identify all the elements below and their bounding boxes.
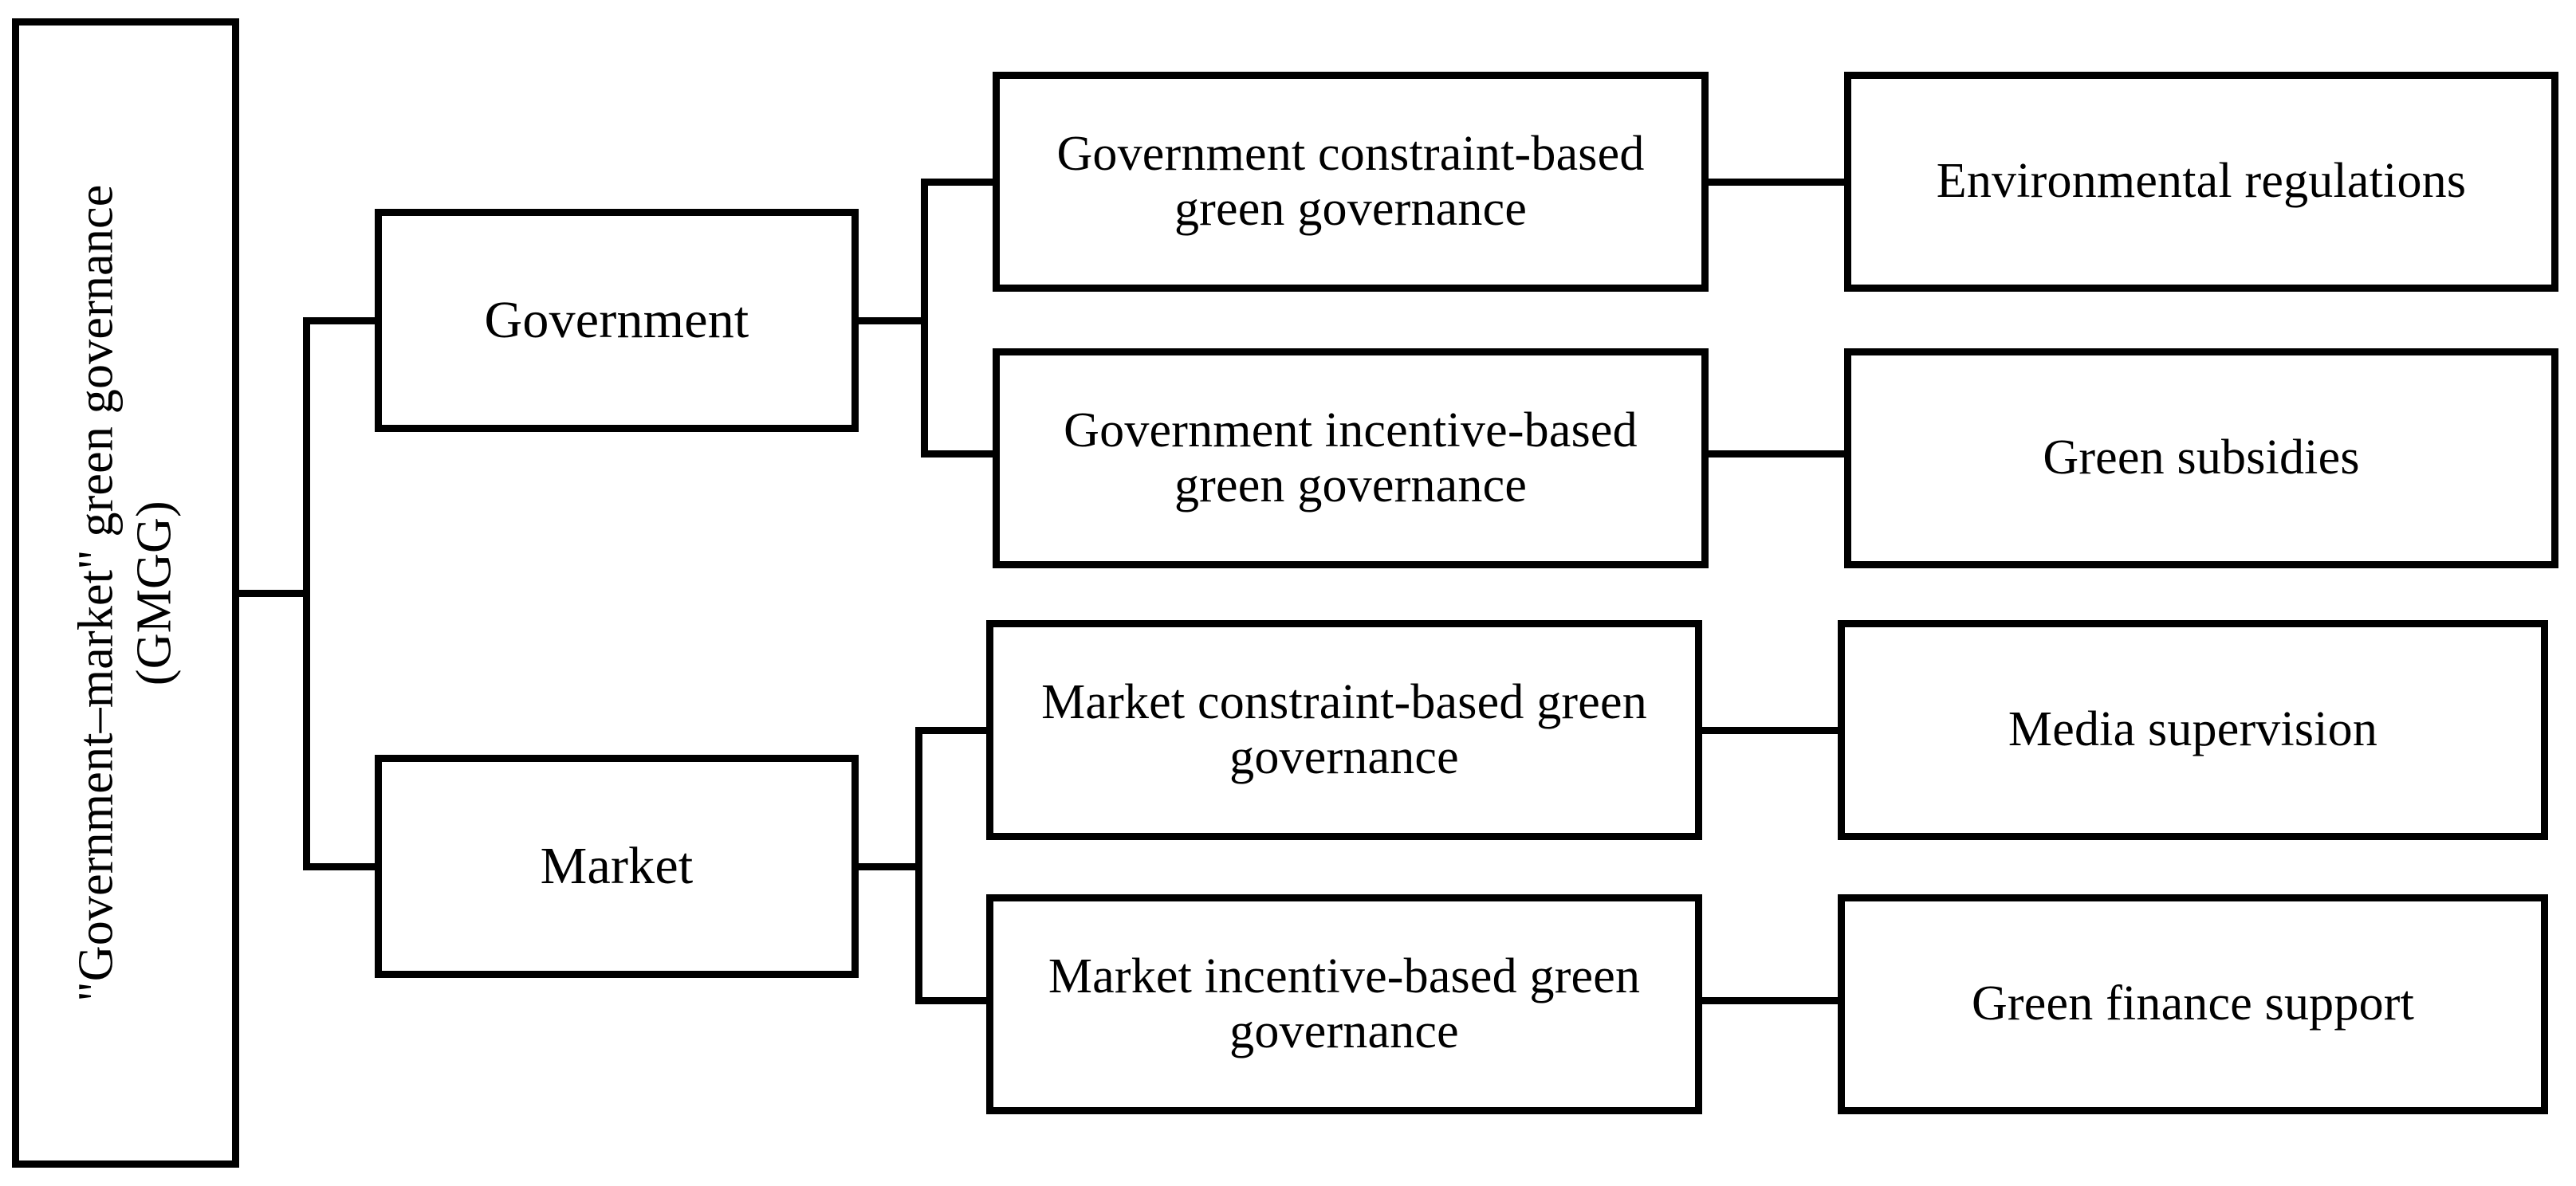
node-green-fin-label: Green finance support	[1971, 976, 2415, 1031]
connector-mkt-constraint-to-media-sup	[1697, 727, 1843, 734]
connector-market-trunk	[915, 727, 922, 1004]
node-mkt-incentive-label: Market incentive-based green governance	[1048, 948, 1641, 1058]
node-government-constraint-based-green-governance[interactable]: Government constraint-based green govern…	[993, 72, 1709, 292]
node-green-subsidies[interactable]: Green subsidies	[1844, 348, 2558, 568]
connector-market-to-mkt-constraint	[915, 727, 992, 734]
connector-root-stub	[239, 590, 307, 597]
connector-mkt-incentive-to-green-fin	[1697, 997, 1843, 1004]
node-green-finance-support[interactable]: Green finance support	[1838, 894, 2548, 1114]
node-mkt-constraint-label: Market constraint-based green governance	[1041, 674, 1647, 784]
connector-government-stub	[853, 317, 926, 324]
node-government-incentive-based-green-governance[interactable]: Government incentive-based green governa…	[993, 348, 1709, 568]
connector-root-to-government	[303, 317, 379, 324]
node-media-sup-label: Media supervision	[2008, 702, 2378, 757]
connector-root-trunk	[303, 317, 310, 870]
node-market[interactable]: Market	[375, 755, 859, 978]
node-gov-incentive-label: Government incentive-based green governa…	[1064, 403, 1638, 512]
node-market-label: Market	[540, 837, 694, 896]
node-root-label: "Government–market" green governance(GMG…	[69, 184, 182, 1002]
node-market-constraint-based-green-governance[interactable]: Market constraint-based green governance	[986, 620, 1702, 840]
connector-government-to-gov-incentive	[921, 450, 997, 458]
connector-government-trunk	[921, 179, 928, 458]
node-env-reg-label: Environmental regulations	[1936, 154, 2467, 209]
node-government-label: Government	[484, 291, 749, 350]
connector-market-stub	[853, 863, 922, 870]
node-media-supervision[interactable]: Media supervision	[1838, 620, 2548, 840]
root-label-rotation-wrapper: "Government–market" green governance(GMG…	[19, 26, 232, 1160]
node-government[interactable]: Government	[375, 209, 859, 432]
node-environmental-regulations[interactable]: Environmental regulations	[1844, 72, 2558, 292]
node-market-incentive-based-green-governance[interactable]: Market incentive-based green governance	[986, 894, 1702, 1114]
node-gov-constraint-label: Government constraint-based green govern…	[1056, 126, 1645, 236]
node-green-sub-label: Green subsidies	[2043, 430, 2360, 485]
connector-gov-constraint-to-env-reg	[1703, 179, 1849, 186]
connector-root-to-market	[303, 863, 379, 870]
node-root-gmgg[interactable]: "Government–market" green governance(GMG…	[12, 18, 239, 1168]
connector-gov-incentive-to-green-sub	[1703, 450, 1849, 458]
connector-market-to-mkt-incentive	[915, 997, 992, 1004]
connector-government-to-gov-constraint	[921, 179, 997, 186]
